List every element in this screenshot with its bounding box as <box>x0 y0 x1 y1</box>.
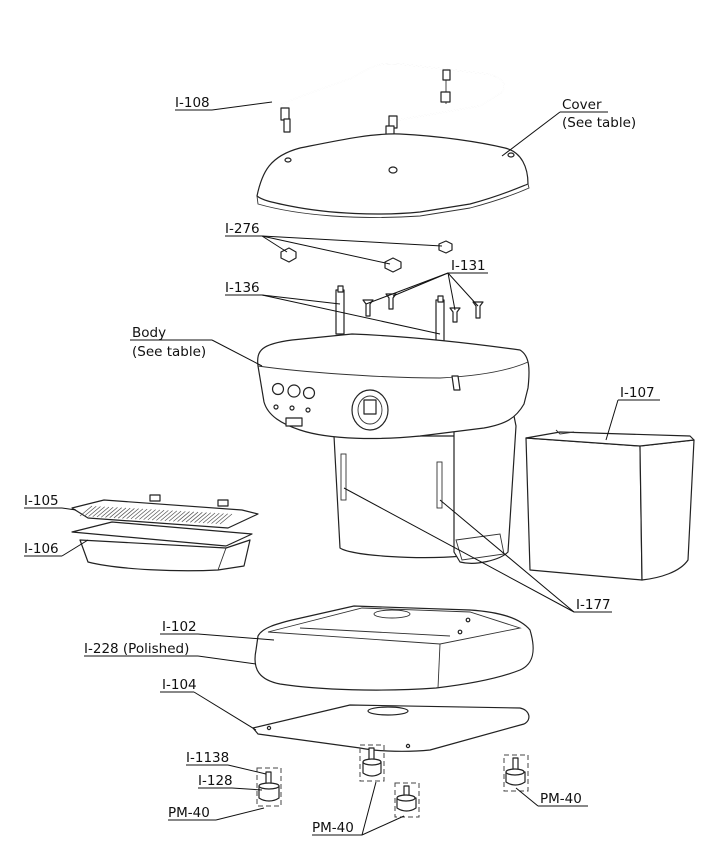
label-pm40-right: PM-40 <box>540 791 582 807</box>
label-cover: Cover <box>562 97 602 113</box>
label-i107: I-107 <box>620 385 655 401</box>
leader-lines <box>24 101 660 836</box>
label-i276: I-276 <box>225 221 260 237</box>
label-i228: I-228 (Polished) <box>84 641 189 657</box>
body-part <box>257 333 530 564</box>
cover-part <box>256 133 530 218</box>
label-i136: I-136 <box>225 280 260 296</box>
label-body-note: (See table) <box>132 344 206 360</box>
label-i131: I-131 <box>451 258 486 274</box>
label-i108: I-108 <box>175 95 210 111</box>
label-i102: I-102 <box>162 619 197 635</box>
label-cover-note: (See table) <box>562 115 636 131</box>
label-body: Body <box>132 325 166 341</box>
screw-parts <box>362 293 484 323</box>
callout-labels: I-108 Cover (See table) I-276 I-131 I-13… <box>24 95 655 836</box>
plate-part <box>252 704 530 752</box>
base-part <box>254 605 534 691</box>
label-i106: I-106 <box>24 541 59 557</box>
tray-part <box>71 521 253 572</box>
label-pm40-center: PM-40 <box>312 820 354 836</box>
label-i105: I-105 <box>24 493 59 509</box>
label-i104: I-104 <box>162 677 197 693</box>
handle-wire-part <box>280 62 506 138</box>
bin-part <box>525 429 695 581</box>
label-i177: I-177 <box>576 597 611 613</box>
grate-part <box>71 494 259 529</box>
label-i128: I-128 <box>198 773 233 789</box>
nut-parts <box>280 240 453 273</box>
foot-parts <box>256 744 529 818</box>
label-pm40-left: PM-40 <box>168 805 210 821</box>
label-i1138: I-1138 <box>186 750 229 766</box>
